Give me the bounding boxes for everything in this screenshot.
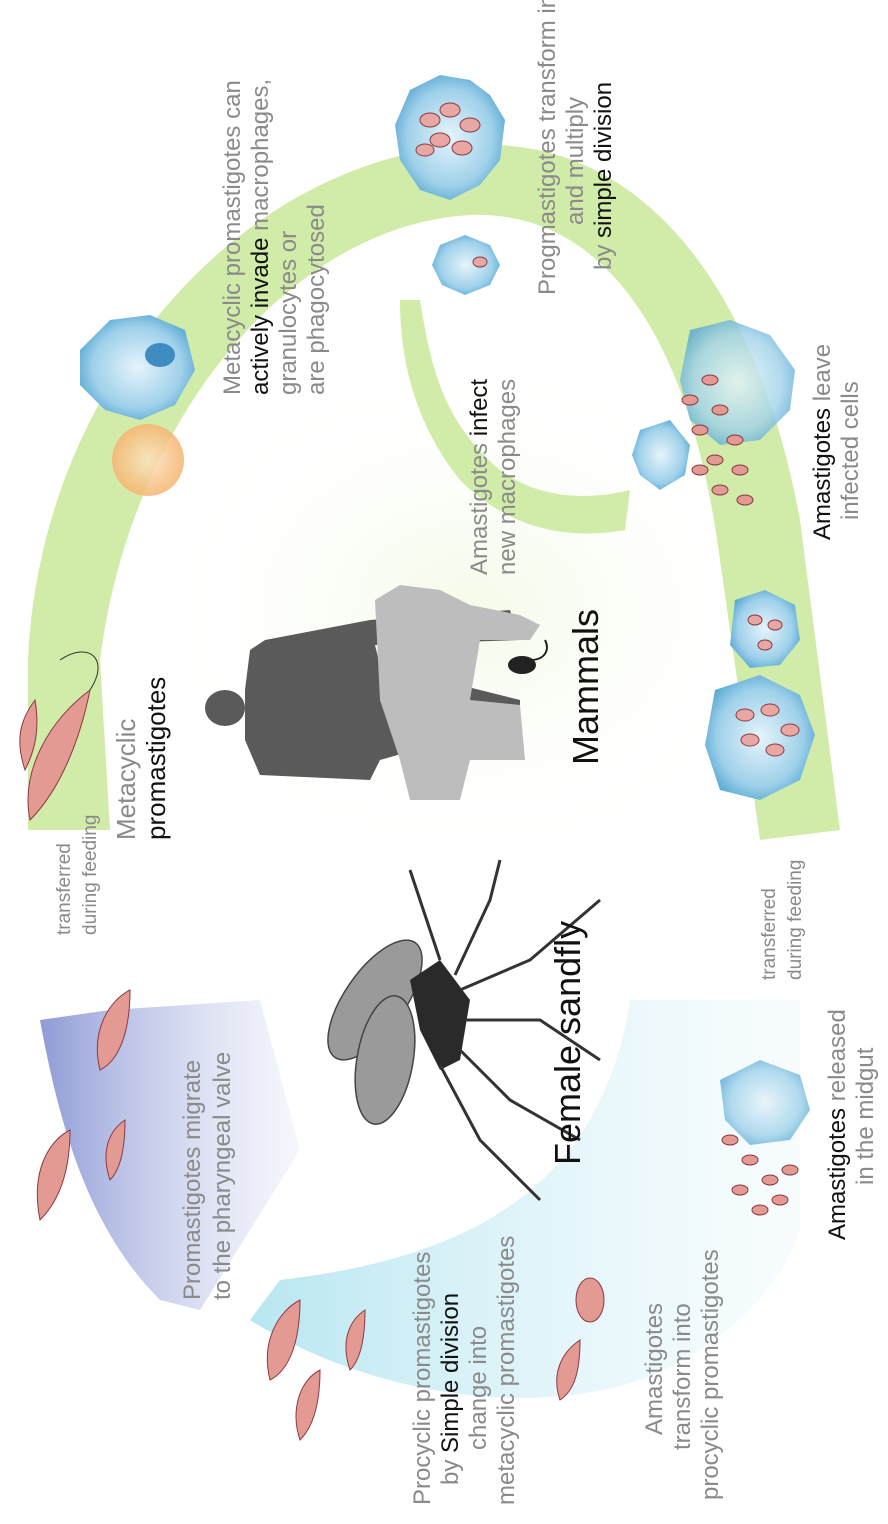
label-transform-amastigotes: Progmastigotes transform into amastigote… <box>534 0 617 295</box>
label-mammals: Mammals <box>565 609 606 765</box>
label-transferred-bottom: transferred during feeding <box>759 860 806 980</box>
label-female-sandfly: Female sandfly <box>547 921 588 1165</box>
label-released-midgut: Amastigotes released in the midgut <box>824 1003 879 1240</box>
label-leave-infected-cells: Amastigotes leave infected cells <box>809 337 864 540</box>
label-invade-macrophages: Metacyclic promastigotes can actively in… <box>219 72 330 395</box>
macrophage-small <box>432 235 500 295</box>
label-metacyclic-promastigotes: Metacyclic promastigotes <box>111 677 171 840</box>
label-infect-macrophages: Amastigotes infect new macrophages <box>466 372 521 575</box>
label-transferred-top: transferred during feeding <box>54 815 101 935</box>
